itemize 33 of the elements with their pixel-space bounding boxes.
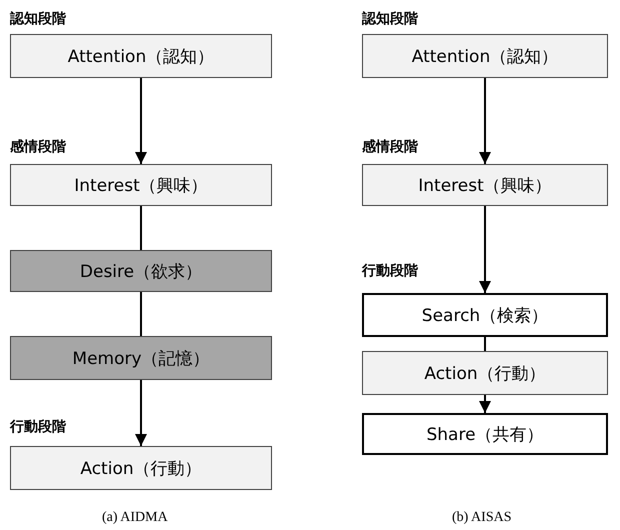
- arrow: [479, 78, 491, 164]
- phase-label: 感情段階: [10, 138, 66, 156]
- figure-caption: (a) AIDMA: [102, 510, 168, 526]
- arrow: [479, 206, 491, 293]
- stage-name: Share（共有）: [426, 424, 544, 446]
- figure-caption: (b) AISAS: [452, 510, 512, 526]
- phase-label: 行動段階: [10, 418, 66, 436]
- arrow: [135, 78, 147, 164]
- stage-box: [362, 164, 608, 206]
- stage-name: Memory（記憶）: [72, 348, 210, 370]
- stage-name: Interest（興味）: [74, 174, 208, 196]
- phase-label: 認知段階: [10, 10, 66, 28]
- stage-box: [362, 293, 608, 337]
- stage-name: Search（検索）: [422, 304, 548, 326]
- stage-box: [10, 164, 272, 206]
- phase-label: 行動段階: [362, 262, 418, 280]
- stage-box: [10, 250, 272, 292]
- stage-name: Interest（興味）: [418, 174, 552, 196]
- arrow: [479, 395, 491, 413]
- stage-box: [362, 34, 608, 78]
- phase-label: 認知段階: [362, 10, 418, 28]
- stage-name: Desire（欲求）: [80, 260, 202, 282]
- stage-box: [362, 351, 608, 395]
- stage-box: [10, 34, 272, 78]
- stage-box: [10, 336, 272, 380]
- phase-label: 感情段階: [362, 138, 418, 156]
- stage-name: Attention（認知）: [68, 46, 214, 68]
- stage-name: Action（行動）: [424, 362, 546, 384]
- stage-box: [362, 413, 608, 455]
- stage-name: Attention（認知）: [412, 46, 558, 68]
- stage-box: [10, 446, 272, 490]
- arrow: [135, 380, 147, 446]
- stage-name: Action（行動）: [80, 458, 202, 480]
